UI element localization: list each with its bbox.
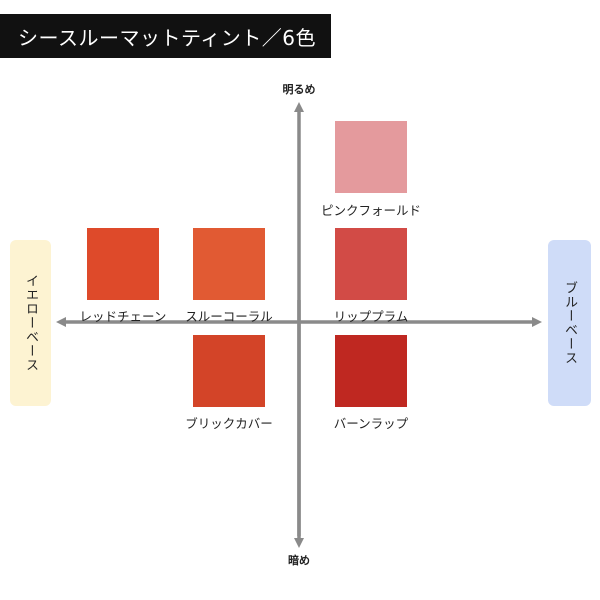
swatch-label: バーンラップ [333,416,409,431]
swatch-lip-plum [335,228,407,300]
swatch-label: ブリックカバー [185,416,273,431]
swatch-burn-wrap [335,335,407,407]
swatch-red-chain [87,228,159,300]
swatch-brick-cover [193,335,265,407]
blue-base-label: ブルーベース [562,281,577,365]
swatch-label: スルーコーラル [185,309,273,324]
axis-label-bright: 明るめ [282,83,316,96]
yellow-base-label: イエローベース [23,274,38,372]
yellow-base-box: イエローベース [10,240,51,406]
swatch-label: レッドチェーン [79,309,167,324]
axis-label-dark: 暗め [288,554,310,567]
swatch-pink-fold [335,121,407,193]
swatch-label: リッププラム [333,309,409,324]
swatch-through-coral [193,228,265,300]
swatch-label: ピンクフォールド [320,203,421,218]
blue-base-box: ブルーベース [548,240,591,406]
page-title: シースルーマットティント／6色 [0,14,331,58]
